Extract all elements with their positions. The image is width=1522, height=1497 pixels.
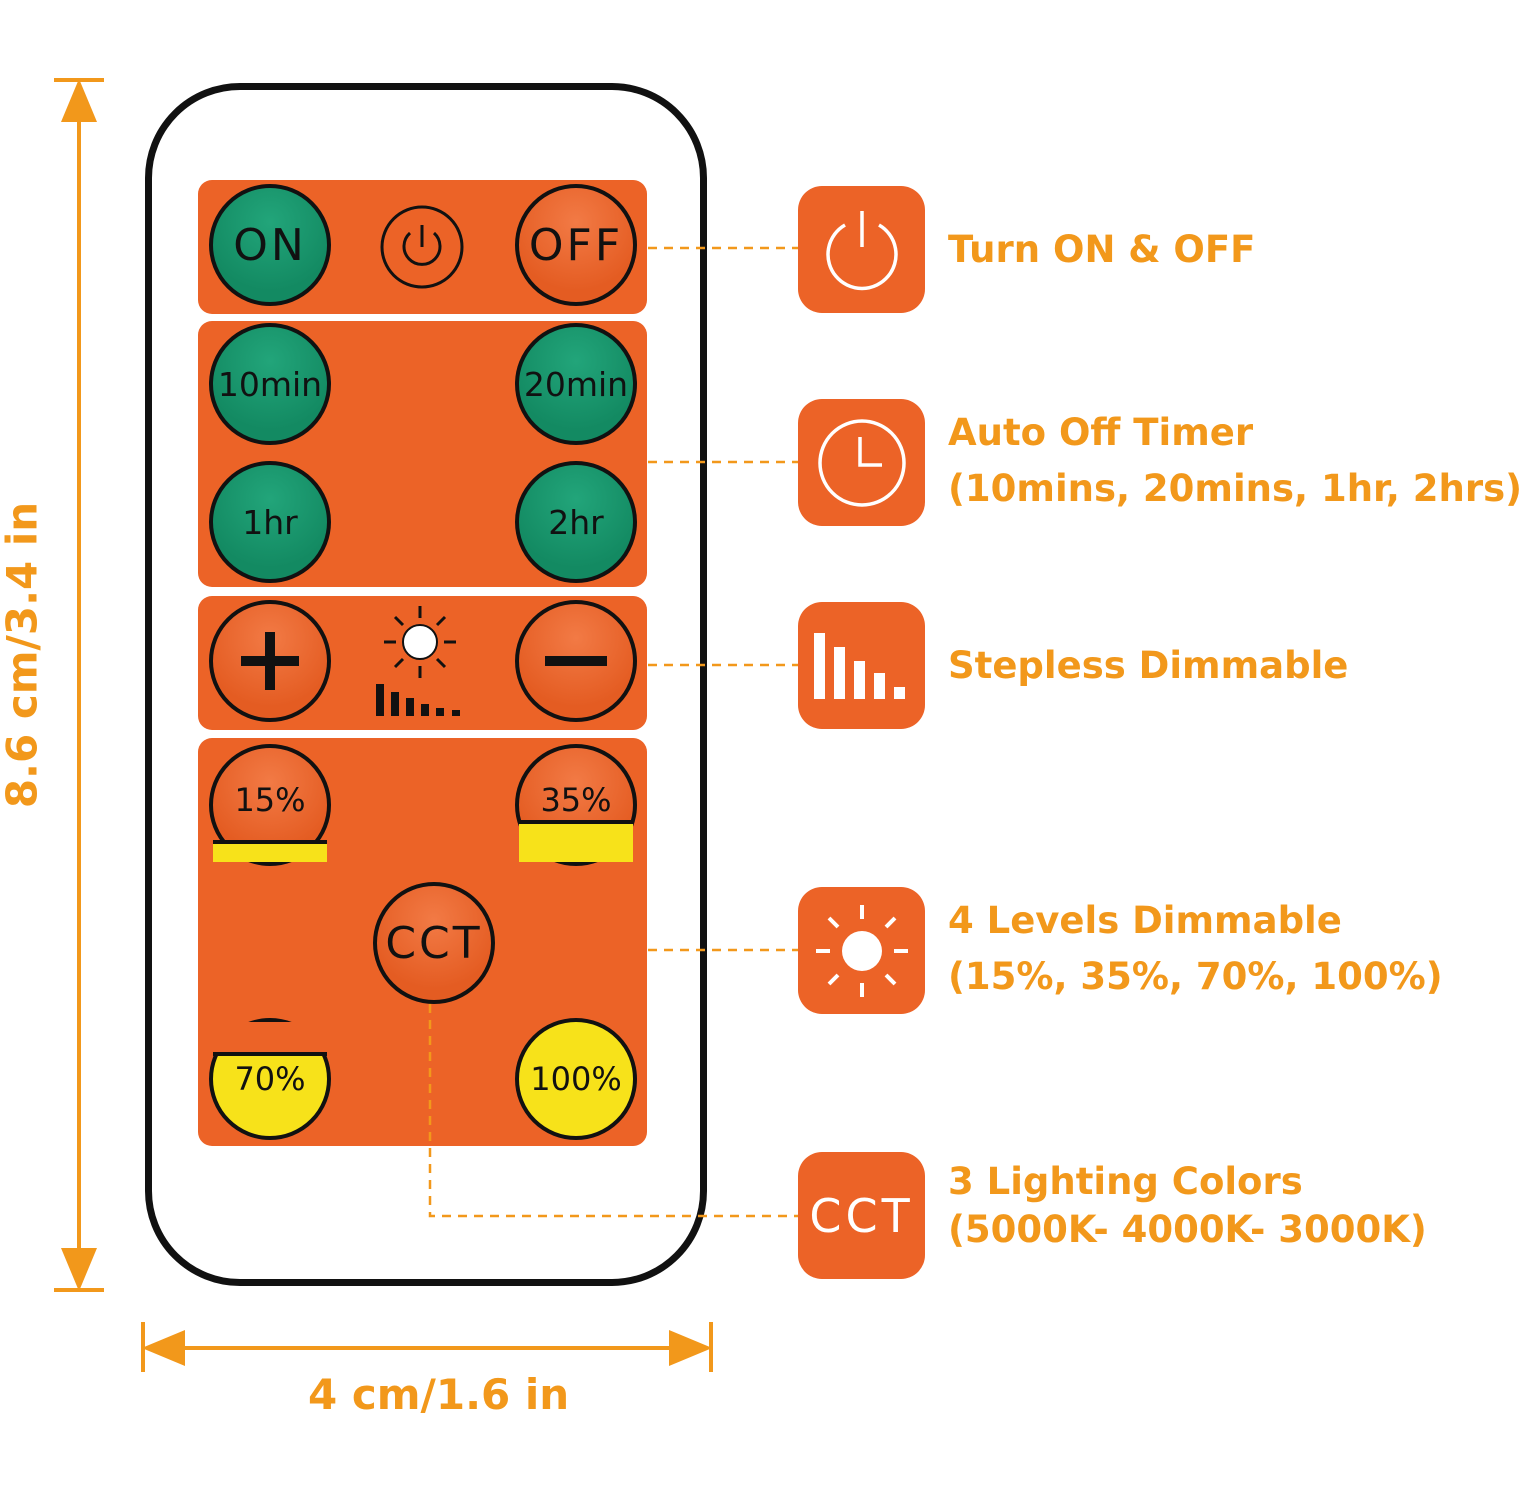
feature-timer-icon-box [798, 399, 925, 526]
feature-power-icon-box [798, 186, 925, 313]
feature-timer-text: Auto Off Timer (10mins, 20mins, 1hr, 2hr… [948, 405, 1522, 517]
off-button-label: OFF [528, 219, 624, 271]
sun-icon [815, 904, 908, 997]
width-dimension-label: 4 cm/1.6 in [308, 1370, 570, 1419]
level-35-button[interactable]: 35% [515, 744, 637, 866]
power-icon [380, 205, 464, 289]
bars-icon [813, 632, 905, 699]
feature-levels-detail: (15%, 35%, 70%, 100%) [948, 955, 1443, 998]
timer-2hr-label: 2hr [548, 502, 604, 542]
feature-stepless-icon-box [798, 602, 925, 729]
on-button[interactable]: ON [209, 184, 331, 306]
feature-timer-detail: (10mins, 20mins, 1hr, 2hrs) [948, 467, 1522, 510]
timer-2hr-button[interactable]: 2hr [515, 461, 637, 583]
level-100-label: 100% [530, 1060, 622, 1098]
level-70-label: 70% [234, 1060, 306, 1098]
timer-1hr-label: 1hr [242, 502, 298, 542]
minus-icon [545, 656, 607, 666]
feature-cct-text: 3 Lighting Colors (5000K- 4000K- 3000K) [948, 1158, 1427, 1254]
level-15-label: 15% [234, 781, 306, 819]
cct-icon: CCT [809, 1188, 914, 1243]
off-button[interactable]: OFF [515, 184, 637, 306]
level-15-button[interactable]: 15% [209, 744, 331, 866]
level-70-button[interactable]: 70% [209, 1018, 331, 1140]
feature-levels-title: 4 Levels Dimmable [948, 899, 1342, 942]
cct-button[interactable]: CCT [373, 882, 495, 1004]
feature-power-title: Turn ON & OFF [948, 228, 1256, 271]
timer-1hr-button[interactable]: 1hr [209, 461, 331, 583]
feature-cct-icon-box: CCT [798, 1152, 925, 1279]
level-35-fill [519, 820, 633, 862]
feature-levels-text: 4 Levels Dimmable (15%, 35%, 70%, 100%) [948, 893, 1443, 1005]
brightness-plus-button[interactable] [209, 600, 331, 722]
feature-timer-title: Auto Off Timer [948, 411, 1254, 454]
timer-20min-label: 20min [523, 364, 629, 404]
level-100-button[interactable]: 100% [515, 1018, 637, 1140]
feature-cct-title: 3 Lighting Colors [948, 1160, 1303, 1203]
feature-stepless-title: Stepless Dimmable [948, 644, 1349, 687]
clock-icon [817, 418, 906, 507]
brightness-minus-button[interactable] [515, 600, 637, 722]
feature-stepless-text: Stepless Dimmable [948, 638, 1348, 694]
cct-button-label: CCT [385, 917, 483, 969]
timer-20min-button[interactable]: 20min [515, 323, 637, 445]
feature-levels-icon-box [798, 887, 925, 1014]
sun-brightness-bars-icon [376, 606, 460, 716]
level-35-label: 35% [540, 781, 612, 819]
level-15-fill [213, 840, 327, 862]
plus-icon [241, 632, 299, 690]
on-button-label: ON [233, 219, 307, 271]
level-70-unfilled [213, 1022, 327, 1056]
feature-power-text: Turn ON & OFF [948, 222, 1255, 278]
power-icon [825, 210, 898, 290]
timer-10min-label: 10min [217, 364, 323, 404]
timer-10min-button[interactable]: 10min [209, 323, 331, 445]
feature-cct-detail: (5000K- 4000K- 3000K) [948, 1208, 1427, 1251]
